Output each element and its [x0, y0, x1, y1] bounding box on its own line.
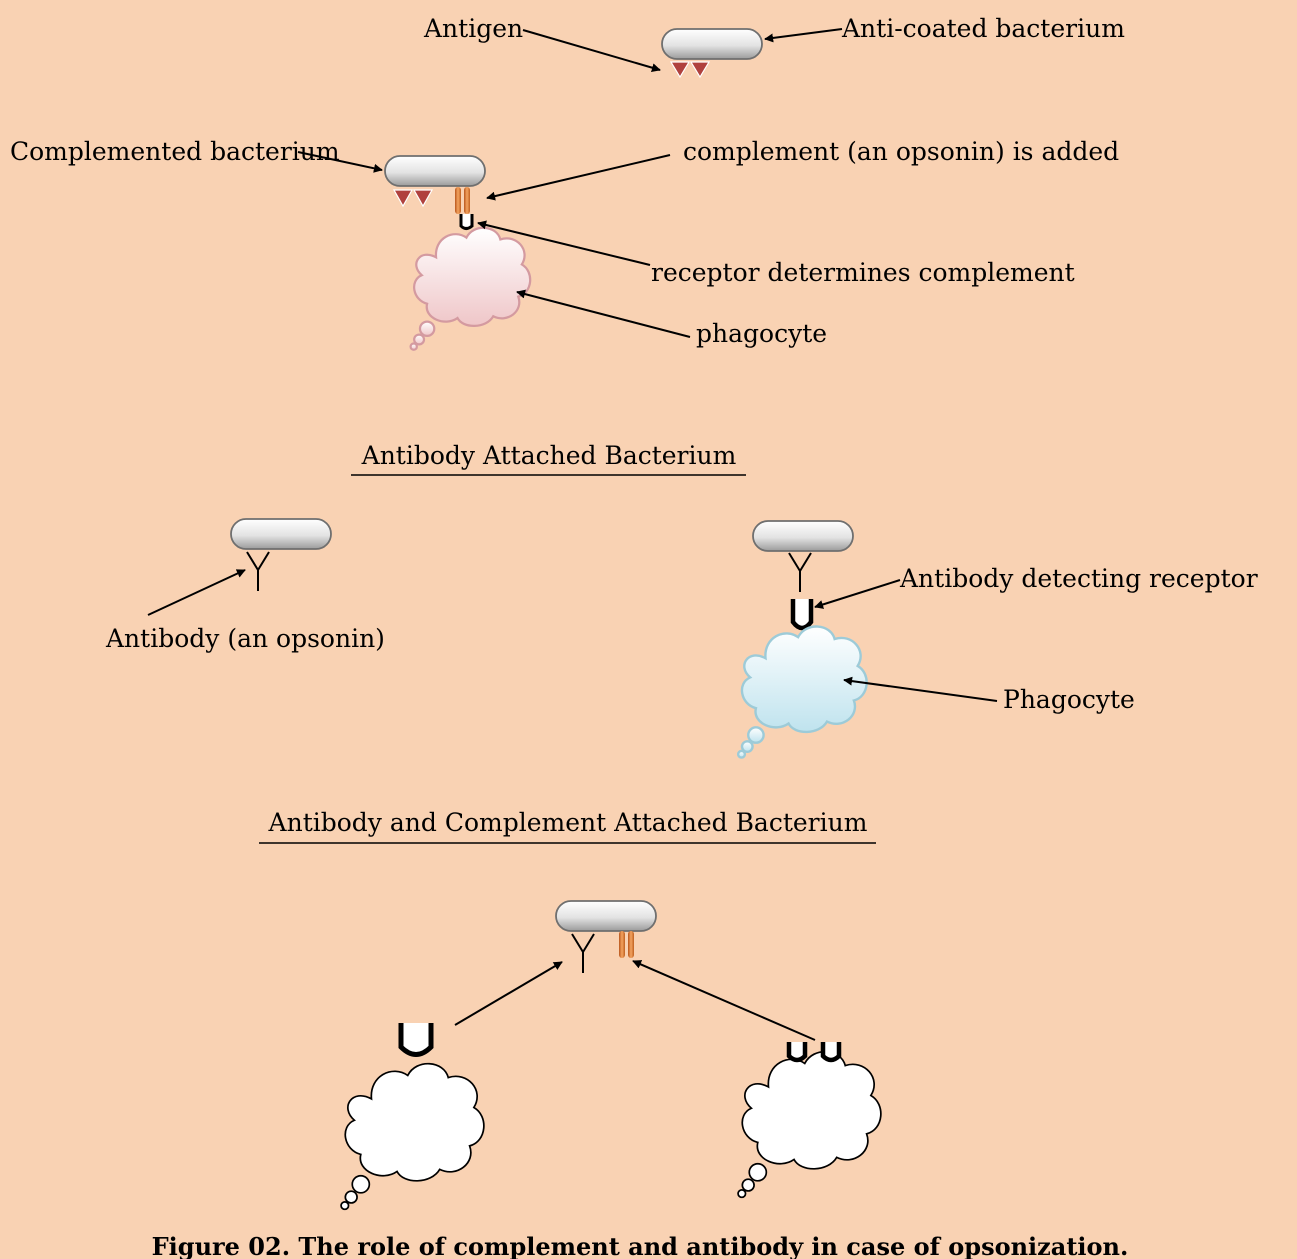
- complemented-bacterium: [384, 155, 486, 187]
- receptor-complement-arrow-3: [632, 960, 816, 1041]
- antibody-opsonin-label: Antibody (an opsonin): [105, 624, 385, 653]
- antibody-receptor-arrow: [814, 579, 901, 609]
- complement-receptor-3b: [820, 1042, 842, 1063]
- antigen-arrow: [522, 29, 661, 73]
- phagocyte-2-label: Phagocyte: [1003, 685, 1135, 714]
- figure-caption: Figure 02. The role of complement and an…: [152, 1232, 1129, 1259]
- complement-receptor-3a: [786, 1042, 808, 1063]
- complemented-label: Complemented bacterium: [10, 137, 340, 166]
- complement-added-label: complement (an opsonin) is added: [683, 137, 1119, 166]
- phagocyte-2-arrow: [843, 676, 998, 702]
- antibody-bacterium-2: [752, 520, 854, 552]
- antibody-receptor-3: [398, 1023, 434, 1057]
- anti-coated-bacterium: [661, 28, 763, 60]
- complement-3b: [628, 931, 634, 958]
- complement-1a: [455, 187, 461, 214]
- antibody-receptor-label: Antibody detecting receptor: [899, 564, 1258, 593]
- antibody-3: [571, 933, 595, 973]
- anti-coated-arrow: [764, 28, 843, 43]
- antigen-2: [689, 61, 711, 79]
- receptor-antibody-arrow: [454, 961, 563, 1026]
- antibody-bacterium: [230, 518, 332, 550]
- complement-receptor-1: [459, 214, 474, 230]
- antigen-3: [392, 189, 414, 208]
- antibody-opsonin-arrow: [147, 569, 246, 616]
- heading-antibody-complement: Antibody and Complement Attached Bacteri…: [268, 808, 868, 837]
- antigen-label: Antigen: [423, 14, 523, 43]
- phagocyte-1-label: phagocyte: [696, 319, 827, 348]
- phagocyte-1-arrow: [516, 289, 691, 338]
- antibody-2: [788, 552, 812, 592]
- complement-added-arrow: [486, 154, 671, 201]
- heading-antibody-attached: Antibody Attached Bacterium: [361, 441, 737, 470]
- receptor-complement-arrow: [477, 220, 651, 266]
- receptor-complement-label: receptor determines complement: [651, 258, 1075, 287]
- antibody-1: [246, 551, 270, 591]
- antigen-1: [669, 61, 691, 79]
- antigen-4: [412, 189, 434, 208]
- dual-bacterium: [555, 900, 657, 932]
- complement-1b: [464, 187, 470, 214]
- complement-3a: [619, 931, 625, 958]
- antibody-receptor-2: [790, 599, 814, 631]
- complemented-arrow: [297, 151, 383, 173]
- anti-coated-label: Anti-coated bacterium: [841, 14, 1125, 43]
